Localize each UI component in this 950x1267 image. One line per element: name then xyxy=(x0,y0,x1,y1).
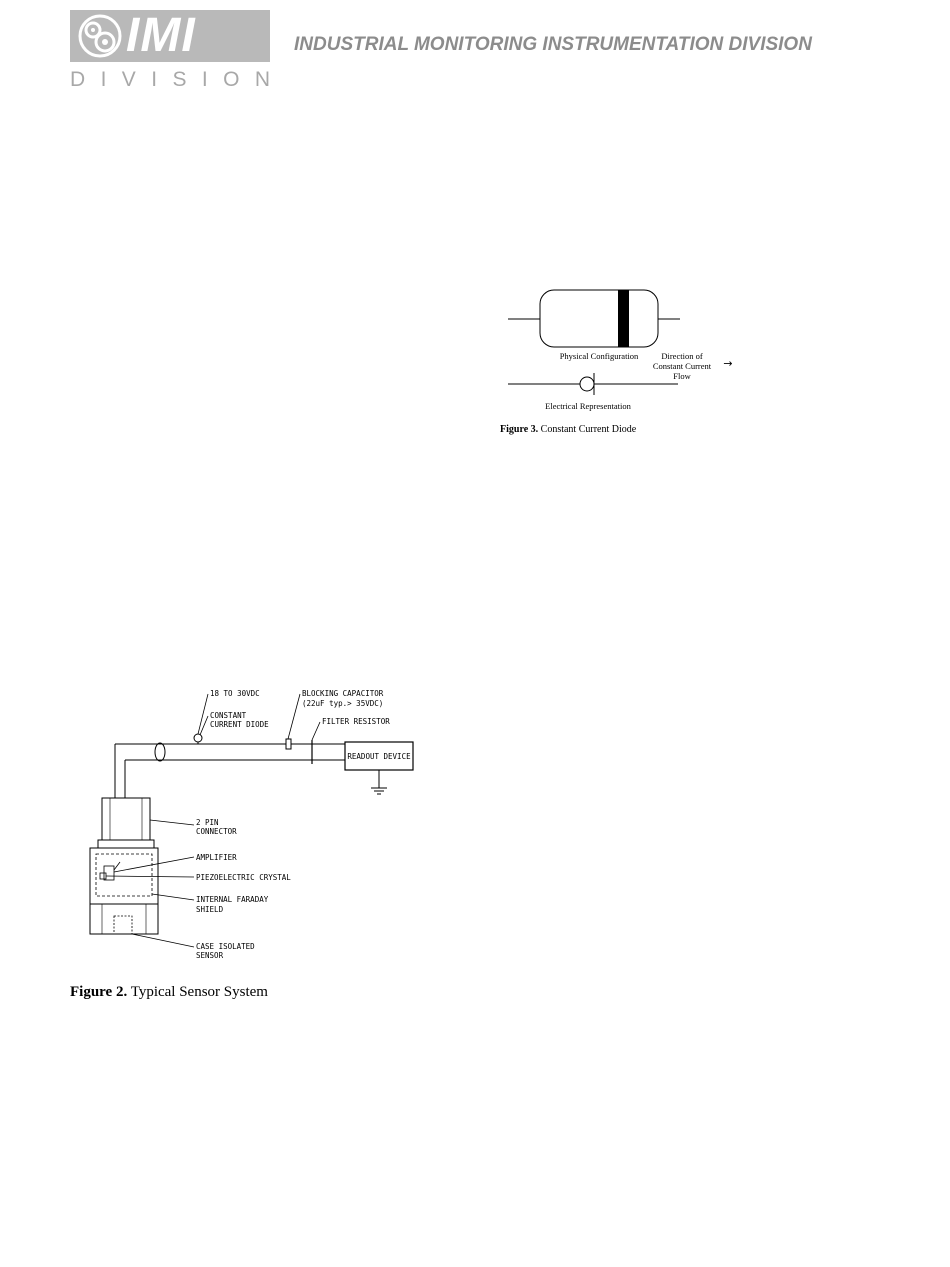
logo-subtext: D I V I S I O N xyxy=(70,68,270,91)
figure-2-title: Typical Sensor System xyxy=(130,984,268,1000)
header-title: INDUSTRIAL MONITORING INSTRUMENTATION DI… xyxy=(294,34,812,55)
blocking-capacitor-symbol xyxy=(285,738,292,750)
diode-band xyxy=(618,290,629,347)
figure-3-title: Constant Current Diode xyxy=(540,424,637,435)
label-readout: READOUT DEVICE xyxy=(347,752,411,761)
label-sensor-1: CASE ISOLATED xyxy=(196,942,255,951)
crystal-leader xyxy=(105,875,195,878)
ccd-symbol xyxy=(193,733,203,743)
internal-wire xyxy=(113,861,121,871)
figure-2-caption: Figure 2. Typical Sensor System xyxy=(70,984,268,1001)
figure-2-diagram: READOUT DEVICE 18 TO 30VDC CONSTANT CURR… xyxy=(80,680,425,980)
label-physical-configuration: Physical Configuration xyxy=(560,351,639,361)
label-ccd-1: CONSTANT xyxy=(210,711,247,720)
label-shield-2: SHIELD xyxy=(196,905,224,914)
label-blocking-cap-1: BLOCKING CAPACITOR xyxy=(302,689,384,698)
label-connector-1: 2 PIN xyxy=(196,818,219,827)
gear-icon xyxy=(78,14,122,58)
imi-logo: IMI D I V I S I O N xyxy=(70,10,270,91)
amplifier-leader xyxy=(113,856,195,873)
label-blocking-cap-2: (22uF typ.> 35VDC) xyxy=(302,699,383,708)
figure-2-number: Figure 2. xyxy=(70,984,128,1000)
figure-3-caption: Figure 3. Constant Current Diode xyxy=(500,424,636,435)
label-ccd-2: CURRENT DIODE xyxy=(210,720,269,729)
connector-collar xyxy=(97,839,155,849)
label-shield-1: INTERNAL FARADAY xyxy=(196,895,269,904)
shield-leader xyxy=(151,893,195,901)
figure-3-diagram: Physical Configuration Direction of Cons… xyxy=(500,285,750,415)
logo-wordmark: IMI xyxy=(126,9,196,62)
logo-banner: IMI xyxy=(70,10,270,62)
label-electrical-representation: Electrical Representation xyxy=(545,401,631,411)
faraday-shield xyxy=(95,853,153,897)
label-supply: 18 TO 30VDC xyxy=(210,689,260,698)
connector-body xyxy=(101,797,151,847)
label-filter: FILTER RESISTOR xyxy=(322,717,390,726)
diode-symbol xyxy=(579,376,595,392)
connector-leader xyxy=(149,819,195,826)
diode-body xyxy=(539,289,659,348)
cap-leader xyxy=(287,693,301,740)
sensor-stud xyxy=(113,915,133,935)
direction-arrow-icon: → xyxy=(723,357,732,370)
filter-leader xyxy=(311,721,321,741)
figure-3-number: Figure 3. xyxy=(500,424,539,435)
label-direction-2: Constant Current xyxy=(653,361,712,371)
cable-shield-ring xyxy=(154,742,166,762)
supply-leader xyxy=(197,693,209,735)
sensor-hex-base xyxy=(89,903,159,935)
sensor-leader xyxy=(131,933,195,948)
label-amplifier: AMPLIFIER xyxy=(196,853,237,862)
label-direction-1: Direction of xyxy=(661,351,702,361)
label-crystal: PIEZOELECTRIC CRYSTAL xyxy=(196,873,291,882)
label-connector-2: CONNECTOR xyxy=(196,827,237,836)
ccd-leader xyxy=(199,715,209,736)
label-direction-3: Flow xyxy=(673,371,691,381)
label-sensor-2: SENSOR xyxy=(196,951,224,960)
